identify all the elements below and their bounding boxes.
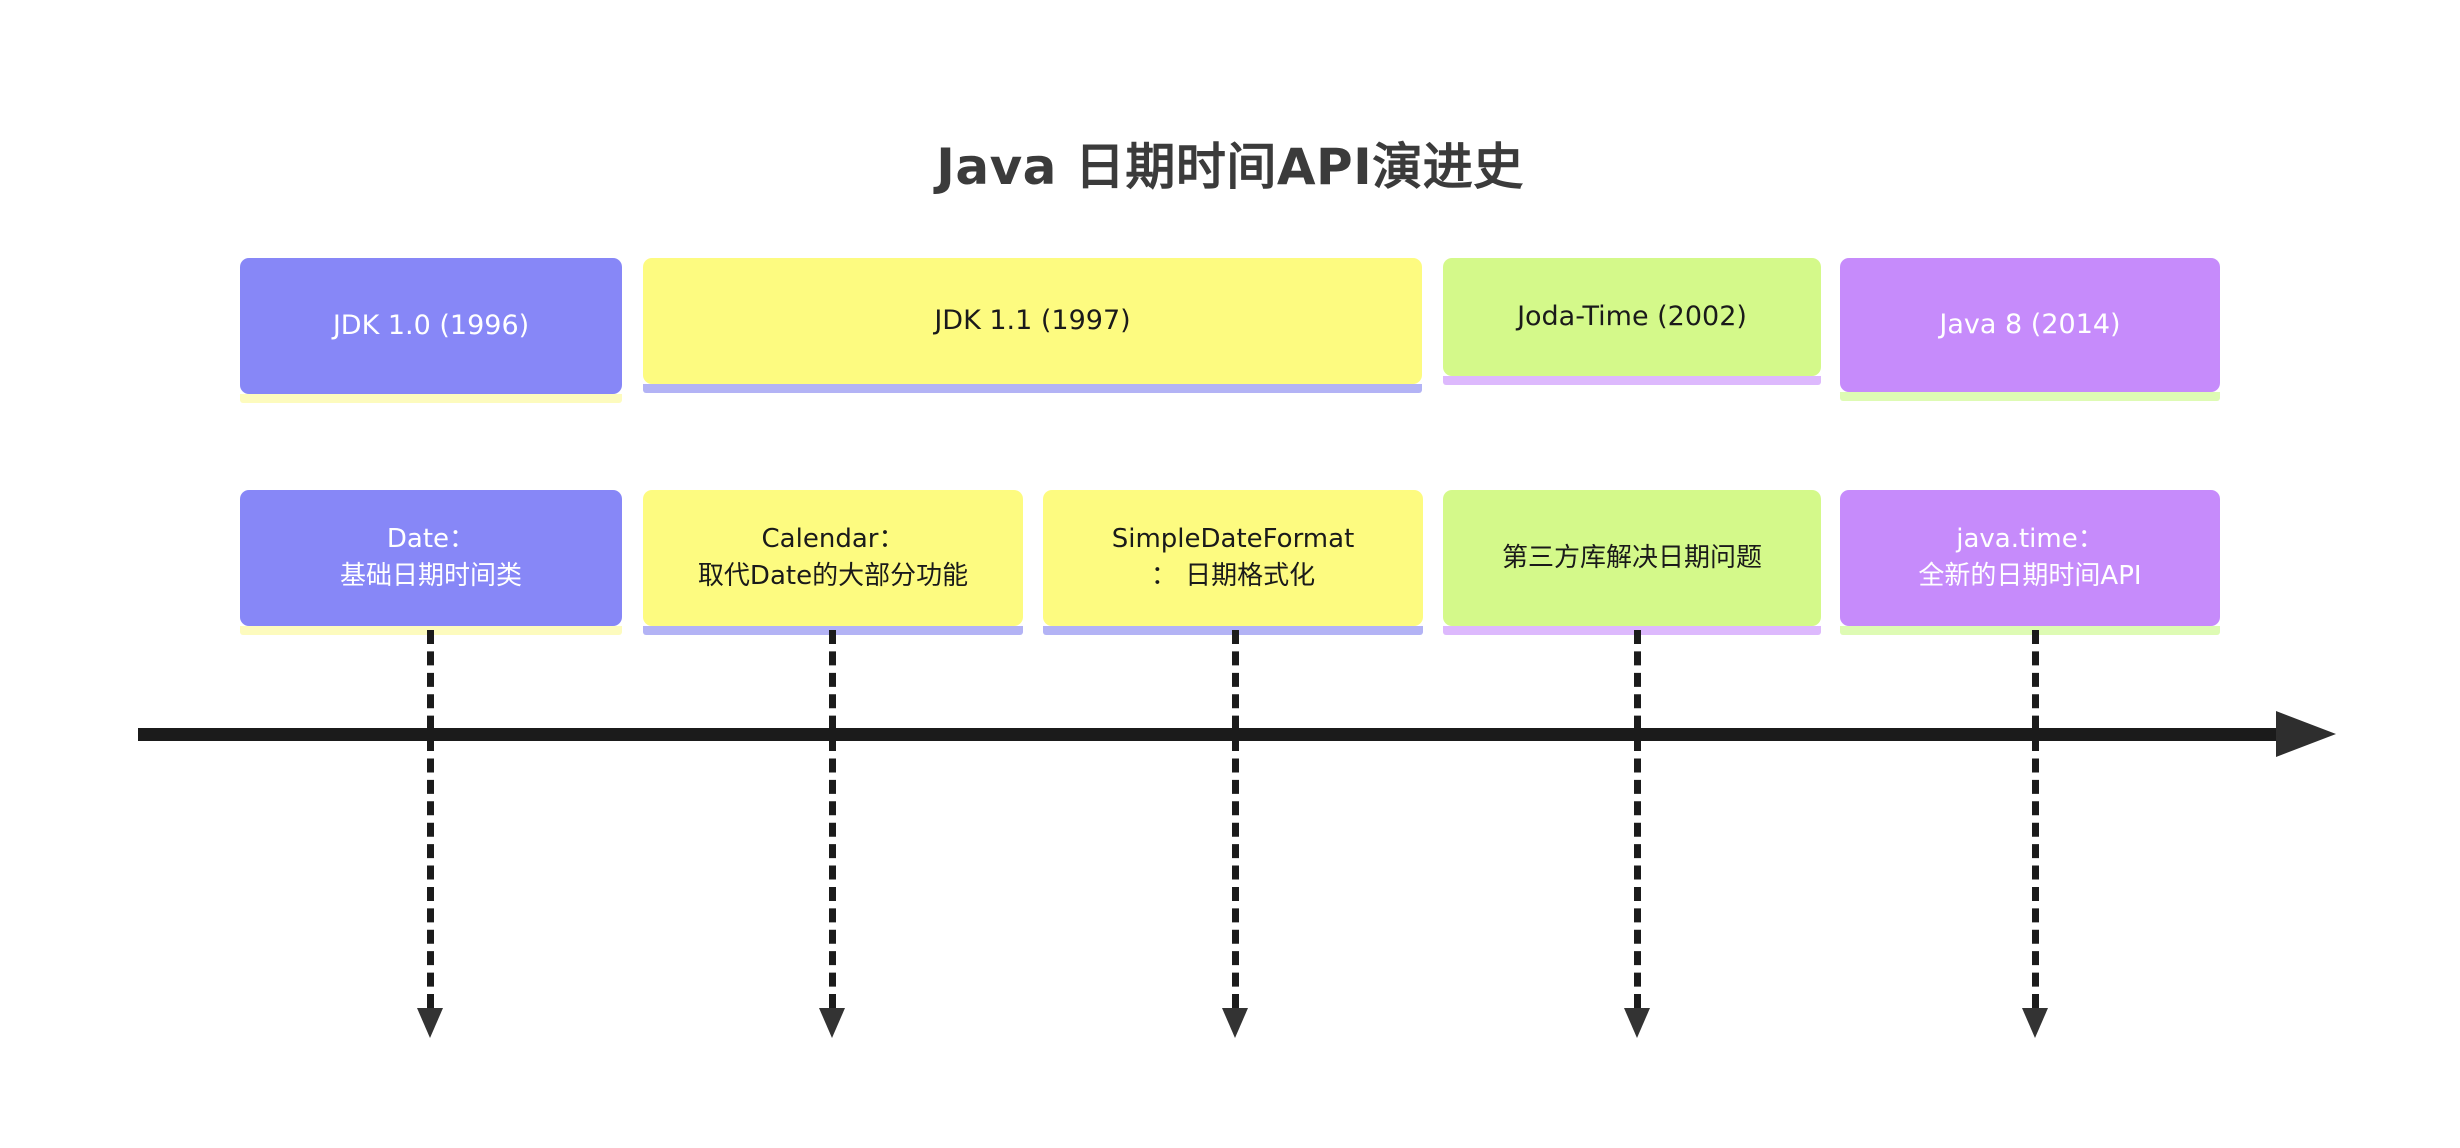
era-box-1[interactable]: JDK 1.0 (1996) [240,258,622,394]
era-box-label: Joda-Time (2002) [1517,300,1747,332]
era-box-2[interactable]: JDK 1.1 (1997) [643,258,1422,384]
connector-arrow-icon-1 [417,1008,443,1038]
item-box-5[interactable]: java.time： 全新的日期时间API [1840,490,2220,626]
connector-line-1 [427,630,434,1008]
item-box-label: Calendar： 取代Date的大部分功能 [697,524,969,591]
era-box-label: Java 8 (2014) [1939,308,2121,340]
connector-line-4 [1634,630,1641,1008]
item-box-label: SimpleDateFormat ： 日期格式化 [1111,524,1355,591]
era-box-label: JDK 1.0 (1996) [332,309,530,341]
item-box-2[interactable]: Calendar： 取代Date的大部分功能 [643,490,1023,626]
item-box-4[interactable]: 第三方库解决日期问题 [1443,490,1821,626]
connector-line-5 [2032,630,2039,1008]
item-box-label: Date： 基础日期时间类 [339,524,522,591]
timeline-axis-line [138,728,2282,741]
era-box-4[interactable]: Java 8 (2014) [1840,258,2220,392]
era-box-strip [1840,392,2220,401]
connector-line-3 [1232,630,1239,1008]
connector-arrow-icon-4 [1624,1008,1650,1038]
connector-arrow-icon-2 [819,1008,845,1038]
connector-arrow-icon-3 [1222,1008,1248,1038]
era-box-label: JDK 1.1 (1997) [934,304,1131,336]
item-box-label: 第三方库解决日期问题 [1501,542,1762,573]
era-box-strip [643,384,1422,393]
connector-line-2 [829,630,836,1008]
item-box-strip [1840,626,2220,635]
connector-arrow-icon-5 [2022,1008,2048,1038]
era-box-strip [240,394,622,403]
item-box-strip [1443,626,1821,635]
item-box-1[interactable]: Date： 基础日期时间类 [240,490,622,626]
timeline-arrow-icon [2276,711,2336,757]
era-box-strip [1443,376,1821,385]
page-title: Java 日期时间API演进史 [936,138,1524,196]
item-box-3[interactable]: SimpleDateFormat ： 日期格式化 [1043,490,1423,626]
era-box-3[interactable]: Joda-Time (2002) [1443,258,1821,376]
item-box-label: java.time： 全新的日期时间API [1918,524,2142,591]
